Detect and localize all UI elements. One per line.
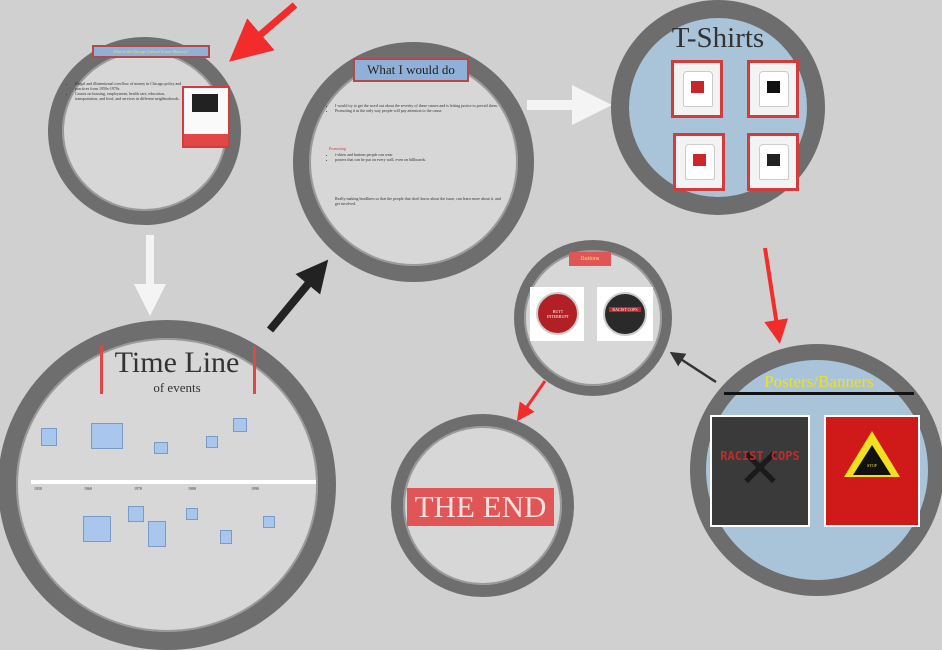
intro-photo (182, 86, 230, 148)
red-arrow-top (229, 2, 298, 62)
red-arrow-down-right (763, 247, 789, 344)
button-item-2[interactable]: RACIST COPS (597, 287, 653, 341)
timeline-circle[interactable]: Time Line of events 1950 1960 1970 1980 … (0, 320, 336, 650)
timeline-year: 1950 (34, 486, 42, 491)
poster-right[interactable]: STOP (824, 415, 920, 527)
black-arrow-up (266, 259, 329, 333)
plan-sub-bullet: t-shirts and buttons people can wear (335, 152, 515, 157)
intro-bullet: Causes on housing, employment, health ca… (75, 91, 183, 101)
timeline-card[interactable] (154, 442, 168, 454)
timeline-card[interactable] (41, 428, 57, 446)
buttons-circle[interactable]: Buttons BUTT INTERRUPT RACIST COPS (514, 240, 672, 396)
timeline-card[interactable] (148, 521, 166, 547)
poster-right-label: STOP (867, 463, 877, 468)
posters-title: Posters/Banners (724, 372, 914, 395)
intro-circle[interactable]: What is the Chicago Cultural Ecoiee Mino… (48, 37, 241, 225)
end-banner: THE END (407, 488, 554, 526)
plan-bullets: I would try to get the word out about th… (327, 103, 515, 113)
plan-closing: Really making headlines so that the peop… (335, 196, 501, 206)
timeline-year: 1970 (134, 486, 142, 491)
timeline-card[interactable] (233, 418, 247, 432)
timeline-title: Time Line (114, 346, 240, 379)
tshirt-2[interactable] (747, 60, 799, 118)
plan-subheading: Promoting (329, 146, 346, 151)
intro-bullet: Illegal and illintentional overflow of m… (75, 81, 183, 91)
timeline-subtitle: of events (153, 380, 201, 395)
tshirts-circle[interactable]: T-Shirts (611, 0, 825, 215)
end-circle[interactable]: THE END (391, 414, 574, 597)
plan-sub-bullet: posters that can be put on every wall, e… (335, 157, 515, 162)
intro-title: What is the Chicago Cultural Ecoiee Mino… (92, 45, 210, 58)
tshirts-title: T-Shirts (671, 22, 765, 54)
timeline-year: 1990 (251, 486, 259, 491)
plan-title: What I would do (353, 58, 469, 82)
intro-bullets: Illegal and illintentional overflow of m… (67, 81, 183, 101)
plan-bullet: I would try to get the word out about th… (335, 103, 515, 108)
timeline-year: 1960 (84, 486, 92, 491)
buttons-title: Buttons (569, 252, 611, 266)
timeline-card[interactable] (128, 506, 144, 522)
timeline-axis (31, 480, 316, 484)
timeline-card[interactable] (83, 516, 111, 542)
button-item-1[interactable]: BUTT INTERRUPT (530, 287, 584, 341)
button-item-2-label: RACIST COPS (609, 307, 641, 312)
timeline-card[interactable] (263, 516, 275, 528)
tshirt-4[interactable] (747, 133, 799, 191)
dark-arrow-left (669, 351, 717, 384)
plan-sub-bullets: t-shirts and buttons people can wear pos… (327, 152, 515, 162)
red-arrow-down-left (516, 380, 547, 422)
timeline-card[interactable] (186, 508, 198, 520)
timeline-bracket (100, 346, 256, 394)
posters-circle[interactable]: Posters/Banners ✕ RACIST COPS STOP (690, 344, 942, 596)
button-item-1-label: BUTT INTERRUPT (547, 309, 569, 319)
plan-circle[interactable]: What I would do I would try to get the w… (293, 42, 534, 282)
tshirt-3[interactable] (673, 133, 725, 191)
timeline-card[interactable] (206, 436, 218, 448)
timeline-card[interactable] (91, 423, 123, 449)
tshirt-1[interactable] (671, 60, 723, 118)
plan-bullet: Promoting it in the only way people will… (335, 108, 515, 113)
timeline-card[interactable] (220, 530, 232, 544)
poster-left-label: RACIST COPS (720, 449, 800, 463)
poster-left[interactable]: ✕ RACIST COPS (710, 415, 810, 527)
timeline-year: 1980 (188, 486, 196, 491)
